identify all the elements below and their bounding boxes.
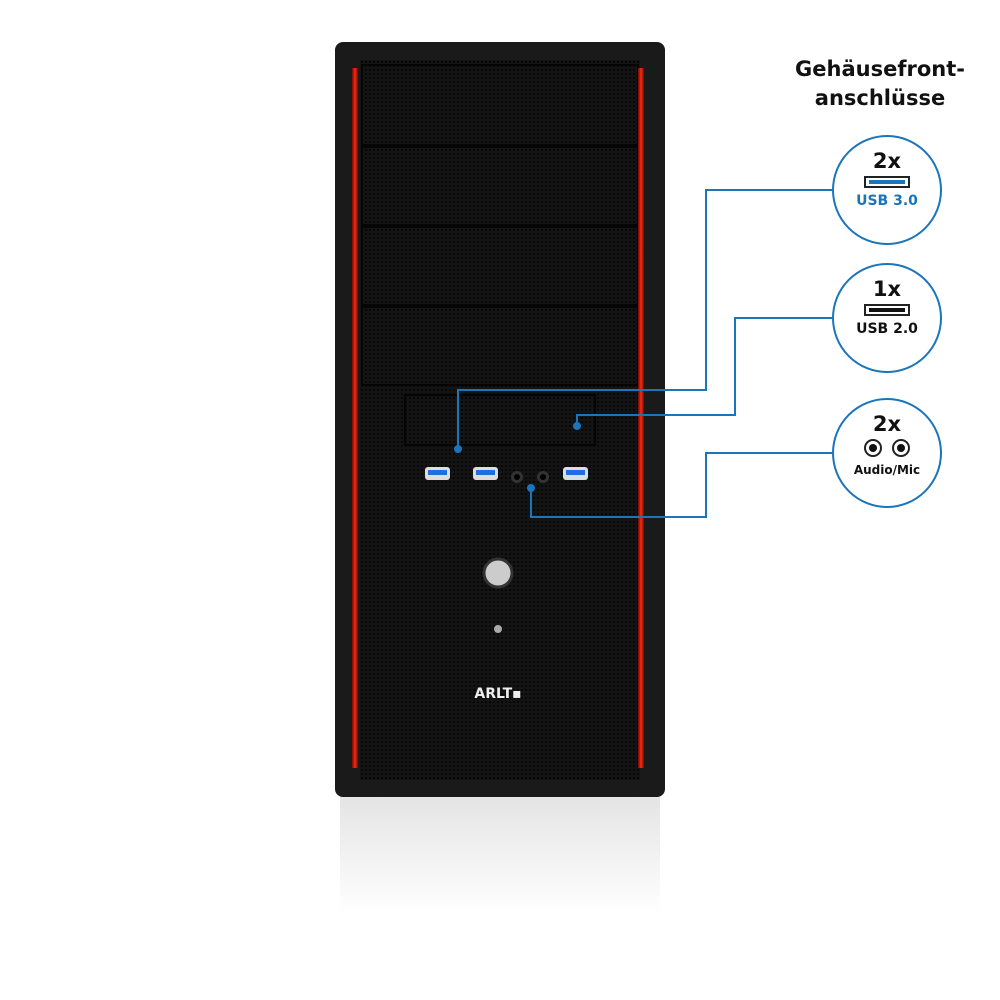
title-line-2: anschlüsse [814, 86, 946, 110]
floor-reflection [340, 795, 660, 915]
callout-dots [454, 422, 581, 492]
callout-lines [457, 189, 832, 518]
case-logo: ARLT▪ [474, 686, 521, 702]
front-audio-jacks [511, 471, 549, 483]
red-light-strip-right [638, 68, 644, 768]
audio-badge: 2x Audio/Mic [832, 398, 942, 508]
front-usb3-ports [425, 467, 588, 480]
usb3-badge: 2x USB 3.0 [832, 135, 942, 245]
drive-bays [361, 64, 639, 446]
page-title: Gehäusefront- anschlüsse [780, 55, 980, 113]
reset-button [494, 625, 502, 633]
usb2-port-icon [864, 304, 910, 316]
audio-count: 2x [872, 412, 902, 436]
usb3-count: 2x [872, 149, 902, 173]
usb2-count: 1x [872, 277, 902, 301]
front-mesh [360, 60, 640, 780]
title-line-1: Gehäusefront- [795, 57, 965, 81]
usb3-port-icon [864, 176, 910, 188]
red-light-strip-left [352, 68, 358, 768]
usb2-badge: 1x USB 2.0 [832, 263, 942, 373]
audio-label: Audio/Mic [853, 463, 921, 477]
audio-jack-icon [834, 439, 940, 457]
usb2-label: USB 2.0 [856, 321, 918, 337]
power-button [482, 557, 514, 589]
usb3-label: USB 3.0 [856, 193, 918, 209]
